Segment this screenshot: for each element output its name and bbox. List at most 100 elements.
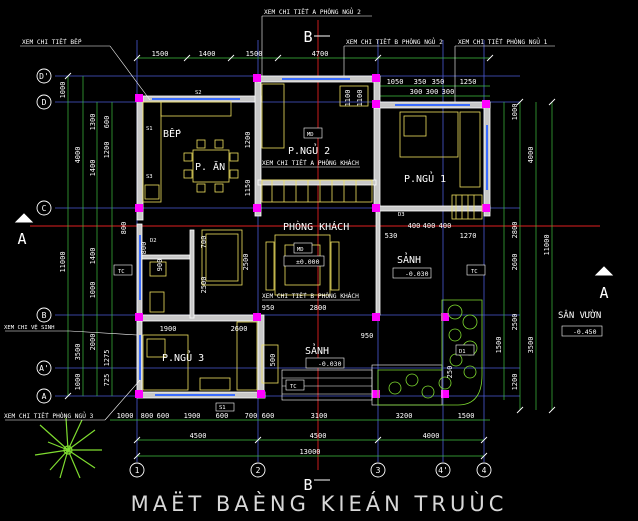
dim-left-inner-4: 600 [103, 116, 111, 129]
callout-living-detail-b: XEM CHI TIẾT B PHÒNG KHÁCH [262, 291, 359, 300]
dim-bedroom3-top-1: 1900 [160, 325, 177, 333]
dim-left-inner-8: 725 [103, 374, 111, 387]
axis-label-col-1: 1 [135, 466, 140, 475]
dimension-ticks [64, 54, 556, 460]
dim-room-mid-5: 530 [385, 232, 398, 240]
callout-bedroom2-detail-b: XEM CHI TIẾT B PHÒNG NGỦ 2 [346, 37, 443, 46]
dim-left-inner-6: 1000 [89, 282, 97, 299]
room-label-garden: SÂN VƯỜN [558, 309, 601, 321]
dim-right-outer-1: 4000 [527, 147, 535, 164]
axis-label-row-d: D [42, 98, 47, 107]
tag-s1-bedroom3: S1 [219, 405, 226, 411]
dim-top-2: 1400 [199, 50, 216, 58]
dim-misc-6: 500 [269, 354, 277, 367]
tag-s1-kitchen: S1 [146, 126, 153, 132]
axis-label-col-4: 4 [482, 466, 487, 475]
dim-misc-7: 900 [156, 259, 164, 272]
dim-left-inner-9: 1275 [103, 350, 111, 367]
callout-bedroom2-detail-a: XEM CHI TIẾT A PHÒNG NGỦ 2 [264, 7, 361, 16]
dim-room-mid-2: 400 [423, 222, 436, 230]
tag-s2-kitchen: S2 [195, 90, 202, 96]
axis-label-col-2: 2 [256, 466, 261, 475]
dim-left-outer-5: 1000 [74, 374, 82, 391]
dim-bottom-total: 13000 [299, 448, 320, 456]
dim-top-7: 350 [432, 78, 445, 86]
callout-kitchen-detail: XEM CHI TIẾT BẾP [22, 37, 82, 46]
axis-label-row-d-prime: D' [39, 72, 49, 81]
dim-bottom-8: 3100 [311, 412, 328, 420]
tag-tc-left: TC [118, 269, 125, 275]
dim-misc-2: 1200 [244, 132, 252, 149]
room-label-living: PHÒNG KHÁCH [283, 220, 349, 233]
callout-wc-detail: XEM CHI VỆ SINH [4, 323, 55, 331]
dim-top-6: 350 [414, 78, 427, 86]
tag-boxes [113, 127, 603, 412]
garden-tree-icon [34, 417, 102, 479]
dim-right-outer-2: 11000 [543, 234, 551, 255]
room-label-bedroom2: P.NGỦ 2 [288, 143, 330, 157]
section-mark-a-right: A [599, 284, 608, 302]
dim-bottom-7: 600 [262, 412, 275, 420]
dim-misc-9: 700 [200, 236, 208, 249]
dim-misc-1: 1100 [356, 90, 364, 107]
axis-label-row-c: C [42, 204, 47, 213]
dim-bay-1: 4500 [190, 432, 207, 440]
callout-living-detail-a: XEM CHI TIẾT A PHÒNG KHÁCH [262, 158, 359, 167]
dim-right-outer-3: 3500 [527, 337, 535, 354]
tag-d1-garden: D1 [459, 349, 466, 355]
level-hall-bottom: -0.030 [318, 360, 342, 368]
dim-right-inner-6: 1500 [495, 337, 503, 354]
dim-bay-2: 4500 [310, 432, 327, 440]
dim-living-bottom-3: 950 [361, 332, 374, 340]
dim-top-5: 1050 [387, 78, 404, 86]
dim-misc-12: 250 [446, 366, 454, 379]
drawing-title: MAËT BAÈNG KIEÁN TRUÙC [130, 492, 508, 516]
dim-top-8: 1250 [460, 78, 477, 86]
room-label-bedroom1: P.NGỦ 1 [404, 171, 446, 185]
dim-misc-5: 2500 [200, 277, 208, 294]
windows [139, 78, 488, 396]
axis-bubbles [36, 68, 492, 478]
dim-left-inner-3: 1200 [103, 142, 111, 159]
dim-misc-4: 1100 [344, 90, 352, 107]
tag-tc-bottom: TC [290, 384, 297, 390]
axis-label-col-3: 3 [376, 466, 381, 475]
section-mark-a-left: A [17, 230, 26, 248]
level-garden: -0.450 [573, 328, 597, 336]
room-label-kitchen: BẾP [163, 127, 181, 140]
dim-right-inner-3: 2600 [511, 254, 519, 271]
dim-top-3: 1500 [246, 50, 263, 58]
tag-d3-bedroom1: D3 [398, 212, 405, 218]
dim-right-inner-4: 2500 [511, 314, 519, 331]
section-mark-b-top: B [303, 28, 312, 46]
dim-right-inner-1: 1000 [511, 104, 519, 121]
dim-left-inner-7: 2000 [89, 334, 97, 351]
callout-bedroom1-detail: XEM CHI TIẾT PHÒNG NGỦ 1 [458, 37, 548, 46]
tag-d2-bath: D2 [150, 238, 157, 244]
level-hall-right: -0.030 [405, 270, 429, 278]
dim-room-mid-1: 400 [408, 222, 421, 230]
dimension-lines [67, 57, 553, 457]
dim-misc-10: 800 [120, 222, 128, 235]
tag-tc-right: TC [471, 269, 478, 275]
dim-bottom-10: 1500 [458, 412, 475, 420]
axis-label-row-a-prime: A' [39, 364, 49, 373]
dim-top-sub-2: 300 [426, 88, 439, 96]
dim-bottom-2: 800 [141, 412, 154, 420]
dim-left-inner-2: 1400 [89, 160, 97, 177]
section-arrows [14, 35, 614, 481]
dim-right-inner-5: 1200 [511, 374, 519, 391]
tag-md-living: MD [297, 247, 304, 253]
dim-bottom-6: 700 [245, 412, 258, 420]
dim-top-sub-3: 300 [442, 88, 455, 96]
dim-left-outer-2: 4000 [74, 147, 82, 164]
section-mark-b-bottom: B [303, 476, 312, 494]
dim-misc-11: 2500 [242, 254, 250, 271]
furniture [142, 83, 483, 391]
dim-bedroom3-top-2: 2600 [231, 325, 248, 333]
dim-bottom-4: 1900 [184, 412, 201, 420]
dim-bottom-9: 3200 [396, 412, 413, 420]
dim-misc-3: 1150 [244, 180, 252, 197]
dim-left-outer-4: 3500 [74, 344, 82, 361]
